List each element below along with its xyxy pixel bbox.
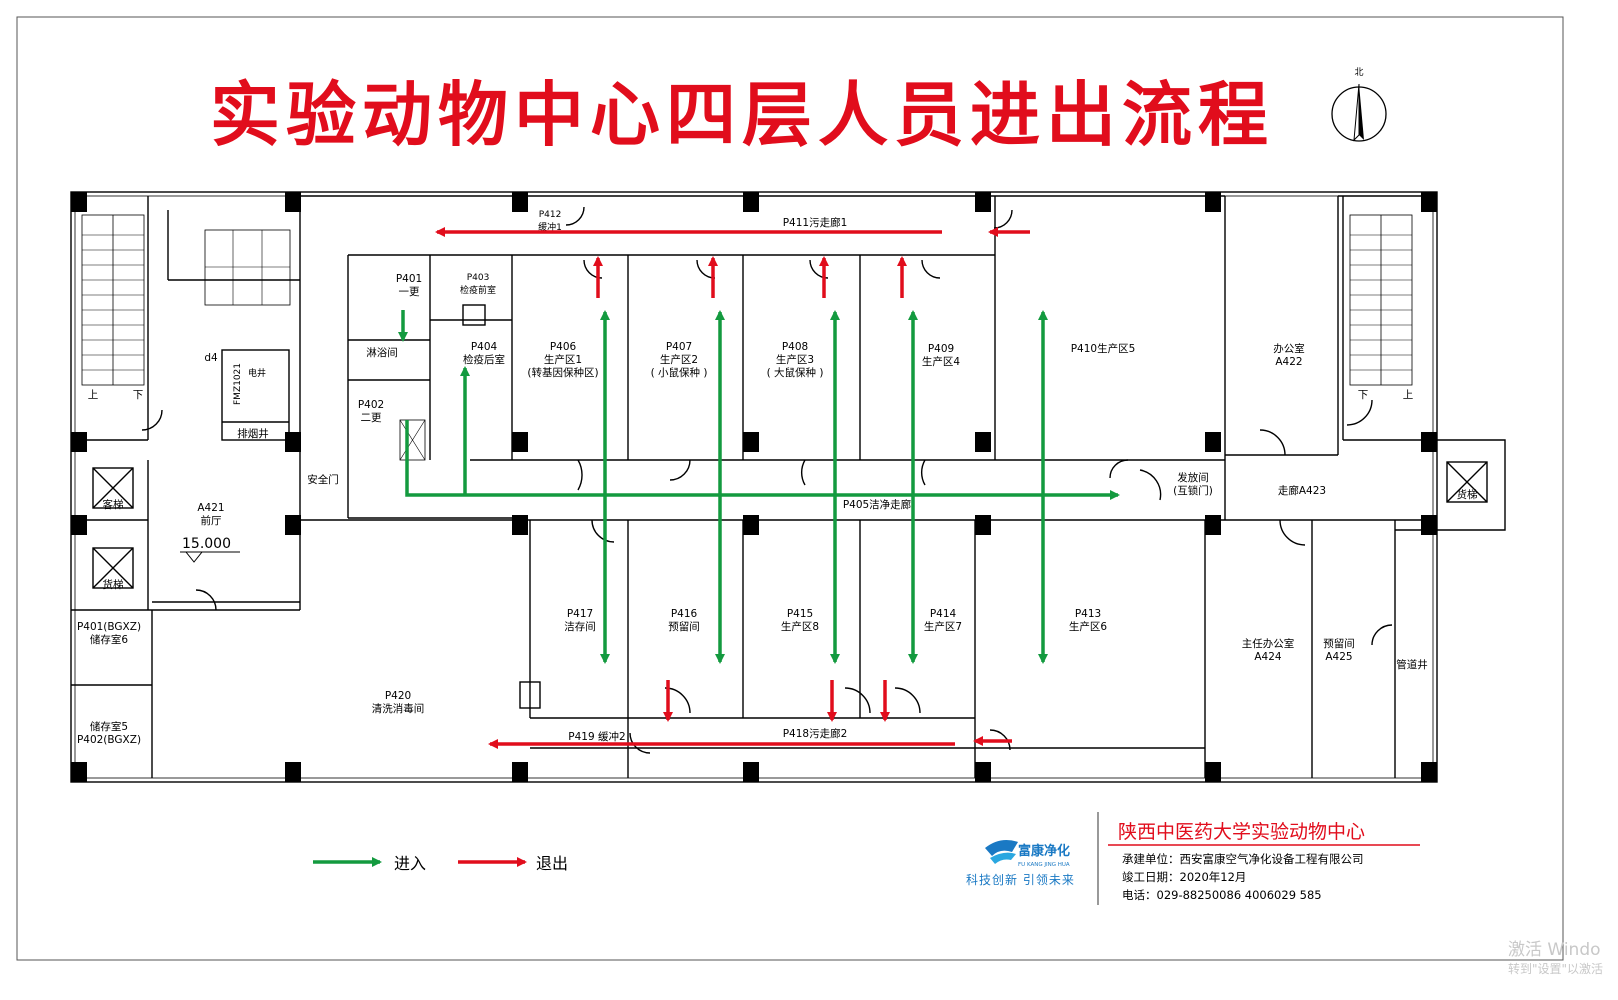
room-label-store5-line1: 储存室5 xyxy=(90,720,128,733)
room-label-a423-line1: 走廊A423 xyxy=(1278,484,1326,497)
room-label-shower-line1: 淋浴间 xyxy=(366,346,398,359)
room-label-p417-line2: 洁存间 xyxy=(564,620,596,633)
room-label-a424-line1: 主任办公室 xyxy=(1242,637,1295,650)
company-builder: 承建单位：西安富康空气净化设备工程有限公司 xyxy=(1122,852,1364,866)
room-label-p405-line1: P405洁净走廊 xyxy=(843,498,911,511)
room-label-p420-line2: 清洗消毒间 xyxy=(372,702,425,715)
room-label-safety-door-line1: 安全门 xyxy=(307,473,339,486)
room-label-dispatch-line2: (互锁门) xyxy=(1173,484,1213,497)
enter-flow-arrows xyxy=(398,310,1120,664)
room-label-a421-line1: A421 xyxy=(197,502,224,514)
page-title: 实验动物中心四层人员进出流程 xyxy=(210,73,1274,156)
room-label-p416-line2: 预留间 xyxy=(668,620,700,633)
room-label-up-left-line1: 上 xyxy=(88,389,99,401)
exit-flow-arrows xyxy=(435,227,1030,749)
elevation-marker-icon xyxy=(184,551,204,563)
room-label-p408-line2: 生产区3 xyxy=(776,353,814,366)
room-label-p402-line1: P402 xyxy=(358,399,384,411)
room-label-p407-line1: P407 xyxy=(666,341,692,353)
room-label-a422-line2: A422 xyxy=(1275,356,1302,368)
room-label-p417-line1: P417 xyxy=(567,608,593,620)
room-label-p414-line2: 生产区7 xyxy=(924,620,962,633)
room-label-down-right-line1: 下 xyxy=(1358,389,1369,401)
room-label-p408-line1: P408 xyxy=(782,341,808,353)
room-label-p404-line2: 检疫后室 xyxy=(463,353,505,366)
room-label-a422-line1: 办公室 xyxy=(1273,342,1305,355)
room-label-p409-line1: P409 xyxy=(928,343,954,355)
room-label-freight-lift-left-line1: 货梯 xyxy=(103,578,124,591)
room-label-p401-line1: P401 xyxy=(396,273,422,285)
room-label-p406-line3: (转基因保种区) xyxy=(527,366,598,379)
room-label-a425-line2: A425 xyxy=(1325,651,1352,663)
company-phone: 电话：029-88250086 4006029 585 xyxy=(1122,888,1322,902)
company-date: 竣工日期：2020年12月 xyxy=(1122,870,1246,884)
room-label-p410-line1: P410生产区5 xyxy=(1071,342,1136,355)
room-label-p420-line1: P420 xyxy=(385,690,411,702)
room-label-p419-line1: P419 缓冲2 xyxy=(568,730,625,743)
room-label-p404-line1: P404 xyxy=(471,341,498,353)
page-frame xyxy=(16,16,1564,961)
room-label-p407-line3: ( 小鼠保种 ) xyxy=(651,366,708,379)
room-label-p412-line1: P412 xyxy=(539,210,562,220)
room-label-store6-line1: P401(BGXZ) xyxy=(77,621,141,633)
room-label-p403-line1: P403 xyxy=(467,273,490,283)
room-label-a424-line2: A424 xyxy=(1254,651,1282,663)
room-label-a425-line1: 预留间 xyxy=(1323,637,1355,650)
room-label-p403-line2: 检疫前室 xyxy=(460,284,496,296)
room-label-smoke-line1: 排烟井 xyxy=(237,427,269,440)
north-label: 北 xyxy=(1354,67,1363,78)
room-label-p415-line2: 生产区8 xyxy=(781,620,819,633)
room-label-up-right-line1: 上 xyxy=(1403,389,1414,401)
company-logo-sub: FU KANG JING HUA xyxy=(1018,862,1070,868)
room-label-p414-line1: P414 xyxy=(930,608,957,620)
room-label-p402-line2: 二更 xyxy=(361,412,382,424)
room-label-d4-line1: d4 xyxy=(204,352,218,364)
elevation-value: 15.000 xyxy=(182,536,231,552)
company-logo-text: 富康净化 xyxy=(1018,843,1070,859)
room-label-down-left-line1: 下 xyxy=(133,389,144,401)
room-label-freight-lift-right-line1: 货梯 xyxy=(1457,488,1478,501)
legend-exit-label: 退出 xyxy=(536,854,568,873)
room-label-p413-line1: P413 xyxy=(1075,608,1101,620)
room-label-p409-line2: 生产区4 xyxy=(922,355,960,368)
room-label-p406-line1: P406 xyxy=(550,341,577,353)
room-label-pipe-line1: 管道井 xyxy=(1396,658,1428,671)
room-label-p412-line2: 缓冲1 xyxy=(538,221,562,233)
room-label-p418-line1: P418污走廊2 xyxy=(783,727,848,740)
room-label-p411-line1: P411污走廊1 xyxy=(783,216,848,229)
room-label-p415-line1: P415 xyxy=(787,608,813,620)
room-label-passenger-lift-line1: 客梯 xyxy=(103,498,124,511)
room-label-p401-line2: 一更 xyxy=(399,286,420,298)
room-label-p413-line2: 生产区6 xyxy=(1069,620,1107,633)
north-compass-icon xyxy=(1331,83,1387,142)
room-label-p416-line1: P416 xyxy=(671,608,698,620)
company-name: 陕西中医药大学实验动物中心 xyxy=(1118,821,1365,843)
room-label-dispatch-line1: 发放间 xyxy=(1177,471,1209,484)
room-label-store6-line2: 储存室6 xyxy=(90,633,128,646)
room-label-power-line1: 电井 xyxy=(248,367,266,379)
company-slogan: 科技创新 引领未来 xyxy=(966,872,1075,887)
legend-enter-label: 进入 xyxy=(394,854,426,873)
room-label-p408-line3: ( 大鼠保种 ) xyxy=(767,366,824,379)
room-label-store5-line2: P402(BGXZ) xyxy=(77,734,141,746)
room-label-p406-line2: 生产区1 xyxy=(544,353,582,366)
room-label-a421-line2: 前厅 xyxy=(201,514,222,527)
structural-columns xyxy=(71,192,1437,782)
room-label-fmz: FMZ1021 xyxy=(233,363,243,405)
watermark-line2: 转到"设置"以激活 xyxy=(1508,962,1604,976)
room-label-p407-line2: 生产区2 xyxy=(660,353,698,366)
watermark-line1: 激活 Windo xyxy=(1508,940,1601,960)
company-logo-icon xyxy=(985,840,1018,864)
